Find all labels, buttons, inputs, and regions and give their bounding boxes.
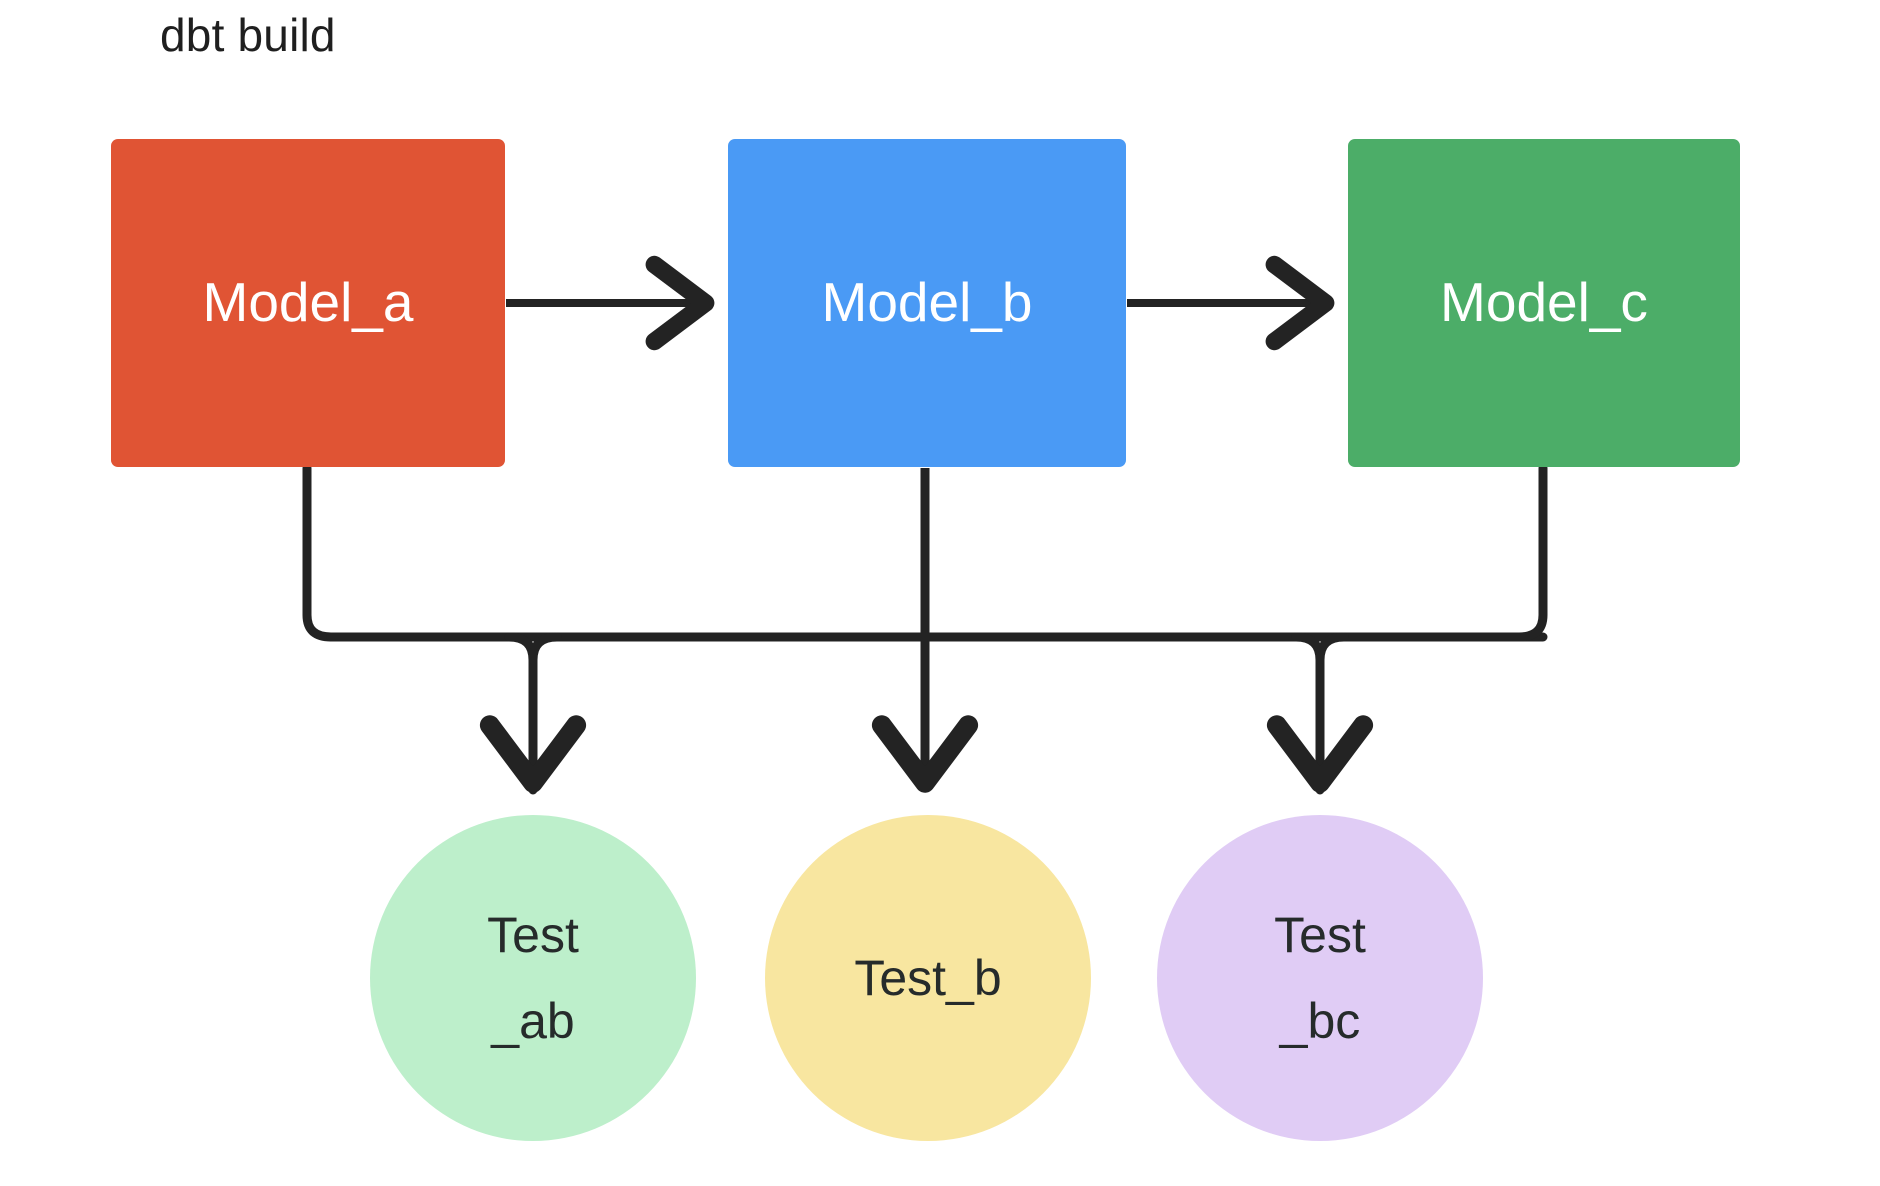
node-model-b[interactable]: Model_b xyxy=(728,139,1126,467)
node-model-c[interactable]: Model_c xyxy=(1348,139,1740,467)
edge-branch-to-test-bc xyxy=(1266,632,1374,795)
edge-branch-to-test-ab xyxy=(479,632,587,795)
edge-bus-right xyxy=(326,463,1548,642)
edge-branch-to-test-bc-right xyxy=(1315,632,1349,665)
page-title: dbt build xyxy=(160,9,336,61)
node-model-c-label: Model_c xyxy=(1440,271,1648,334)
edge-branch-to-test-ab-right xyxy=(528,632,562,665)
node-test-bc-label: Test _bc xyxy=(1274,907,1366,1049)
node-test-b[interactable]: Test_b xyxy=(765,815,1091,1141)
node-model-a-label: Model_a xyxy=(202,271,414,334)
edge-bus-left xyxy=(302,463,1548,642)
node-model-a[interactable]: Model_a xyxy=(111,139,505,467)
node-test-b-label: Test_b xyxy=(854,950,1002,1006)
node-test-ab[interactable]: Test _ab xyxy=(370,815,696,1141)
node-test-bc[interactable]: Test _bc xyxy=(1157,815,1483,1141)
node-model-b-label: Model_b xyxy=(821,271,1033,334)
node-test-ab-label: Test _ab xyxy=(487,907,579,1049)
